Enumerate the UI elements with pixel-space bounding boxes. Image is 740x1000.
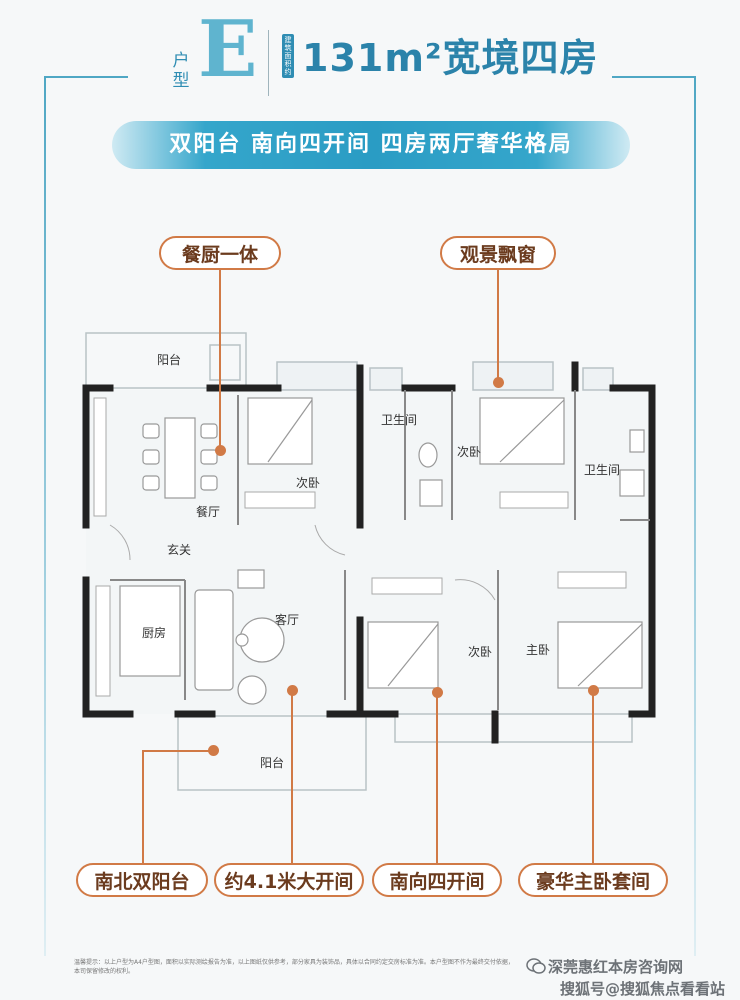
leader-dual-balcony-v bbox=[142, 750, 144, 865]
frame-left bbox=[44, 76, 46, 956]
room-secondary-bedroom-2: 次卧 bbox=[457, 445, 482, 459]
south-balcony-outline bbox=[177, 713, 633, 791]
doors bbox=[109, 524, 496, 601]
room-living: 客厅 bbox=[275, 613, 300, 627]
callout-dining-kitchen: 餐厨一体 bbox=[159, 236, 281, 270]
dining-table bbox=[142, 417, 218, 499]
callout-master-suite: 豪华主卧套间 bbox=[518, 863, 668, 897]
wardrobes bbox=[93, 397, 627, 697]
room-foyer: 玄关 bbox=[167, 543, 192, 557]
room-kitchen: 厨房 bbox=[142, 626, 167, 640]
room-dining: 餐厅 bbox=[196, 505, 221, 519]
room-north-balcony: 阳台 bbox=[157, 353, 182, 367]
walls bbox=[82, 361, 656, 744]
leader-bay-window-v bbox=[497, 268, 499, 382]
room-secondary-bedroom-1: 次卧 bbox=[296, 476, 321, 490]
dot-south-four-bay bbox=[432, 687, 443, 698]
dot-dining-kitchen bbox=[215, 445, 226, 456]
watermark-line-1: 深莞惠红本房咨询网 bbox=[548, 958, 684, 976]
bathroom-fixtures bbox=[418, 429, 645, 507]
header-divider-left bbox=[268, 30, 269, 96]
leader-dining-kitchen-v bbox=[219, 268, 221, 450]
footer-disclaimer: 温馨提示：以上户型为A4户型图，面积以实际测绘报告为准，以上图纸仅供参考，部分家… bbox=[74, 959, 514, 975]
frame-top-right bbox=[612, 76, 696, 78]
beds bbox=[247, 397, 643, 689]
type-label-hu: 户 bbox=[172, 51, 190, 71]
area-tag: 建筑面积约 bbox=[282, 34, 294, 78]
room-bathroom-2: 卫生间 bbox=[584, 463, 621, 477]
room-secondary-bedroom-3: 次卧 bbox=[468, 645, 493, 659]
wechat-icon bbox=[526, 958, 546, 974]
leader-dual-balcony-h bbox=[142, 750, 214, 752]
frame-top-left bbox=[44, 76, 128, 78]
watermark-line-2: 搜狐号@搜狐焦点看看站 bbox=[560, 980, 726, 998]
callout-dual-balcony: 南北双阳台 bbox=[76, 863, 208, 897]
callout-south-four-bay: 南向四开间 bbox=[372, 863, 502, 897]
dot-big-opening bbox=[287, 685, 298, 696]
living-furniture bbox=[119, 569, 285, 705]
north-balcony-outline bbox=[85, 332, 247, 389]
dot-bay-window bbox=[493, 377, 504, 388]
frame-right bbox=[694, 76, 696, 956]
room-south-balcony: 阳台 bbox=[260, 756, 285, 770]
headline: 131m²宽境四房 bbox=[302, 36, 599, 80]
room-bathroom-1: 卫生间 bbox=[381, 413, 418, 427]
leader-south-four-bay-v bbox=[436, 692, 438, 865]
leader-master-suite-v bbox=[592, 690, 594, 865]
dot-dual-balcony bbox=[208, 745, 219, 756]
type-label-xing: 型 bbox=[172, 71, 190, 91]
dot-master-suite bbox=[588, 685, 599, 696]
bay-windows bbox=[276, 361, 614, 391]
feature-banner: 双阳台 南向四开间 四房两厅奢华格局 bbox=[112, 121, 630, 169]
leader-big-opening-v bbox=[291, 690, 293, 865]
room-master-bedroom: 主卧 bbox=[526, 643, 551, 657]
callout-bay-window: 观景飘窗 bbox=[440, 236, 556, 270]
partitions bbox=[110, 390, 650, 710]
callout-big-opening: 约4.1米大开间 bbox=[214, 863, 364, 897]
type-letter: E bbox=[198, 4, 258, 95]
